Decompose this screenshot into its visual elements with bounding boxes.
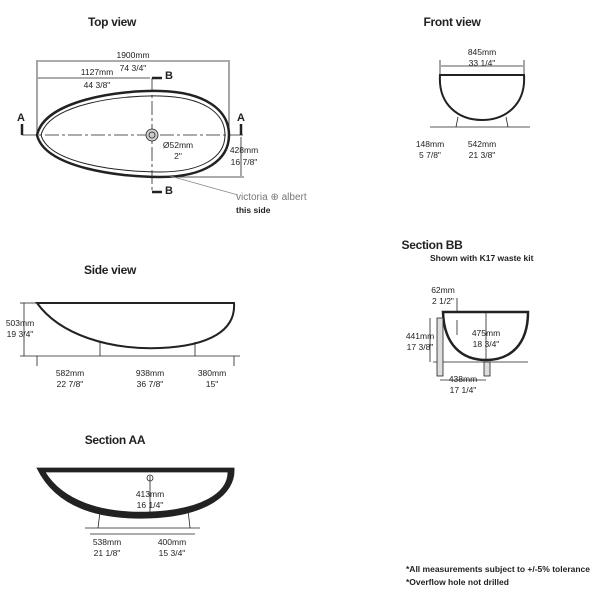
base-height-mm: 148mm	[415, 139, 445, 149]
drain-offset-mm: 1127mm	[80, 67, 114, 77]
base-width-in: 21 3/8"	[468, 150, 496, 160]
top-view-drawing	[20, 60, 244, 196]
side-height-mm: 503mm	[5, 318, 35, 328]
overflow-in: 2 1/2"	[432, 296, 454, 306]
half-width-mm: 428mm	[229, 145, 259, 155]
section-bb-drawing	[429, 298, 530, 381]
front-view-title: Front view	[423, 15, 481, 29]
waste-offset-in: 17 1/4"	[449, 385, 477, 395]
top-view-title: Top view	[87, 15, 137, 29]
overflow-mm: 62mm	[431, 285, 455, 295]
tolerance-note: *All measurements subject to +/-5% toler…	[406, 564, 590, 574]
side-right-mm: 380mm	[197, 368, 227, 378]
aa-left-mm: 538mm	[92, 537, 122, 547]
section-bb-title: Section BB	[401, 238, 463, 252]
waste-offset-mm: 438mm	[448, 374, 478, 384]
aa-right-in: 15 3/4"	[158, 548, 186, 558]
side-right-in: 15"	[205, 379, 219, 389]
top-length-in: 74 3/4"	[119, 63, 147, 73]
section-a-marker-left: A	[17, 112, 25, 124]
side-left-mm: 582mm	[55, 368, 85, 378]
waste-height-mm: 441mm	[405, 331, 435, 341]
side-mid-mm: 938mm	[135, 368, 165, 378]
side-mid-in: 36 7/8"	[136, 379, 164, 389]
section-a-marker-right: A	[237, 112, 245, 124]
front-width-in: 33 1/4"	[468, 58, 496, 68]
waste-height-in: 17 3/8"	[406, 342, 434, 352]
half-width-in: 16 7/8"	[230, 157, 258, 167]
side-view-drawing	[20, 302, 240, 366]
base-height-in: 5 7/8"	[419, 150, 441, 160]
section-aa-drawing	[36, 467, 235, 535]
base-width-mm: 542mm	[467, 139, 497, 149]
bb-depth-mm: 475mm	[471, 328, 501, 338]
drain-offset-in: 44 3/8"	[83, 80, 111, 90]
bb-depth-in: 18 3/4"	[472, 339, 500, 349]
aa-right-mm: 400mm	[157, 537, 187, 547]
section-aa-title: Section AA	[84, 433, 146, 447]
front-width-mm: 845mm	[467, 47, 497, 57]
side-height-in: 19 3/4"	[6, 329, 34, 339]
brand-logo: victoria ⊕ albert	[236, 192, 307, 203]
aa-left-in: 21 1/8"	[93, 548, 121, 558]
overflow-note: *Overflow hole not drilled	[406, 577, 509, 587]
aa-depth-mm: 413mm	[135, 489, 165, 499]
section-bb-subtitle: Shown with K17 waste kit	[430, 253, 534, 263]
section-b-marker-bottom: B	[165, 185, 173, 197]
side-view-title: Side view	[84, 263, 136, 277]
front-view-drawing	[430, 60, 530, 128]
section-b-marker-top: B	[165, 70, 173, 82]
side-left-in: 22 7/8"	[56, 379, 84, 389]
top-length-mm: 1900mm	[116, 50, 150, 60]
aa-depth-in: 16 1/4"	[136, 500, 164, 510]
drain-diameter-mm: Ø52mm	[162, 140, 194, 150]
drain-diameter-in: 2"	[174, 151, 182, 161]
brand-note: this side	[236, 205, 271, 215]
